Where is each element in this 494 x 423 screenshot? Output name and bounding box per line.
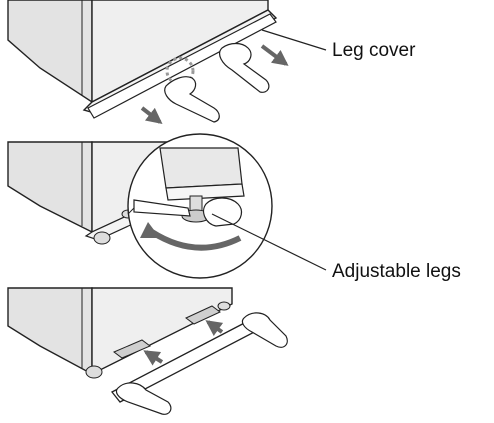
fridge-side bbox=[7, 0, 93, 104]
adjustable-leg bbox=[217, 301, 231, 311]
arrow-icon bbox=[140, 106, 163, 124]
hand-icon bbox=[241, 312, 288, 348]
leg-cover-leader bbox=[261, 29, 327, 51]
step-3-reattach-leg-cover bbox=[7, 287, 288, 415]
step-1-remove-leg-cover bbox=[7, 0, 327, 124]
hand-icon bbox=[164, 76, 220, 123]
step-2-adjust-legs bbox=[7, 133, 327, 279]
magnifier-icon bbox=[127, 133, 273, 279]
fridge-side bbox=[7, 141, 93, 234]
adjustable-legs-label: Adjustable legs bbox=[332, 261, 461, 282]
arrow-icon bbox=[205, 320, 224, 336]
adjustable-leg bbox=[93, 231, 111, 245]
adjustable-leg bbox=[85, 365, 103, 379]
arrow-icon bbox=[260, 44, 289, 66]
hand-icon bbox=[115, 382, 172, 415]
arrow-icon bbox=[143, 350, 164, 366]
hand-icon bbox=[219, 42, 270, 93]
leg-cover bbox=[87, 13, 277, 119]
hand-icon bbox=[203, 197, 243, 227]
rotation-arrow-icon bbox=[150, 229, 242, 251]
fridge-side bbox=[7, 287, 93, 376]
leg-cover-label: Leg cover bbox=[332, 40, 416, 61]
adjustable-legs-leader bbox=[211, 213, 327, 271]
